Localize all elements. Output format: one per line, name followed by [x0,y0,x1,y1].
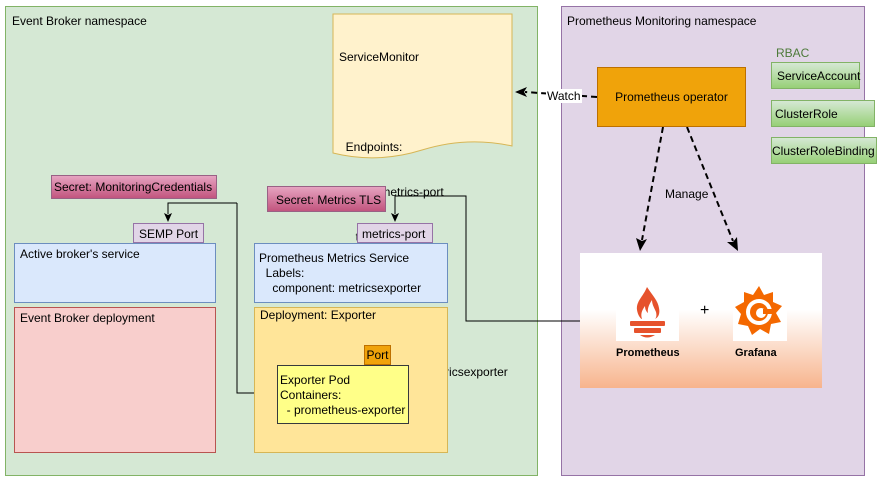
exporter-pod-title: Exporter Pod [280,373,351,387]
metrics-tls-connector [394,195,580,322]
rbac-cluster-role[interactable]: ClusterRole [771,100,875,127]
prometheus-logo-label: Prometheus [616,347,680,359]
plus-sign: + [700,302,710,319]
manage-arrowhead-grafana [727,237,738,251]
grafana-logo-label: Grafana [735,347,777,359]
deployment-exporter-label: Deployment: Exporter [260,308,377,322]
metrics-tls-arrowhead [391,213,399,222]
exporter-pod-container-item: - prometheus-exporter [280,403,406,417]
secret-monitoring-credentials[interactable]: Secret: MonitoringCredentials [51,175,217,199]
metrics-service-title: Prometheus Metrics Service [259,251,410,265]
prometheus-metrics-service[interactable]: Prometheus Metrics Service Labels: compo… [254,243,448,303]
exporter-pod[interactable]: Exporter Pod Containers: - prometheus-ex… [277,365,409,424]
watch-edge [524,91,598,98]
credentials-arrowhead [164,213,172,222]
event-broker-deployment-label: Event Broker deployment [20,311,155,325]
event-broker-deployment[interactable]: Event Broker deployment [14,307,216,453]
rbac-cluster-role-binding[interactable]: ClusterRoleBinding [771,137,877,164]
rbac-service-account-label: ServiceAccount [777,69,861,83]
service-monitor-line: ServiceMonitor [339,50,420,64]
prometheus-operator-label: Prometheus operator [615,90,728,104]
exporter-pod-containers: Containers: [280,388,342,402]
manage-edge-prometheus [641,126,664,241]
semp-port-label: SEMP Port [139,227,199,241]
secret-metrics-tls-label: Secret: Metrics TLS [276,193,382,207]
grafana-logo [733,283,787,341]
rbac-title: RBAC [776,46,810,60]
watch-arrowhead [515,87,527,97]
rbac-cluster-role-binding-label: ClusterRoleBinding [772,144,875,158]
prometheus-namespace-label: Prometheus Monitoring namespace [567,14,757,28]
rbac-service-account[interactable]: ServiceAccount [771,62,860,89]
watch-label: Watch [546,89,582,103]
exporter-port-label: Port [366,348,389,362]
rbac-cluster-role-label: ClusterRole [775,107,838,121]
exporter-port[interactable]: Port [364,345,391,365]
active-broker-service-label: Active broker's service [20,247,140,261]
manage-arrowhead-prometheus [636,238,647,251]
secret-monitoring-credentials-label: Secret: MonitoringCredentials [54,180,213,194]
manage-edge-grafana [686,126,734,242]
semp-port[interactable]: SEMP Port [133,223,204,243]
metrics-port[interactable]: metrics-port [357,223,433,243]
metrics-service-component: component: metricsexporter [259,281,422,295]
secret-metrics-tls[interactable]: Secret: Metrics TLS [267,186,386,212]
service-monitor-line [339,95,508,110]
prometheus-operator[interactable]: Prometheus operator [597,67,746,127]
active-broker-service[interactable]: Active broker's service [14,243,216,303]
metrics-service-labels: Labels: [259,266,305,280]
prometheus-logo [616,283,679,341]
event-broker-namespace-label: Event Broker namespace [12,14,147,28]
service-monitor-note [332,13,513,159]
manage-label: Manage [664,187,710,201]
service-monitor-line: Endpoints: [339,140,403,154]
metrics-port-label: metrics-port [362,227,426,241]
